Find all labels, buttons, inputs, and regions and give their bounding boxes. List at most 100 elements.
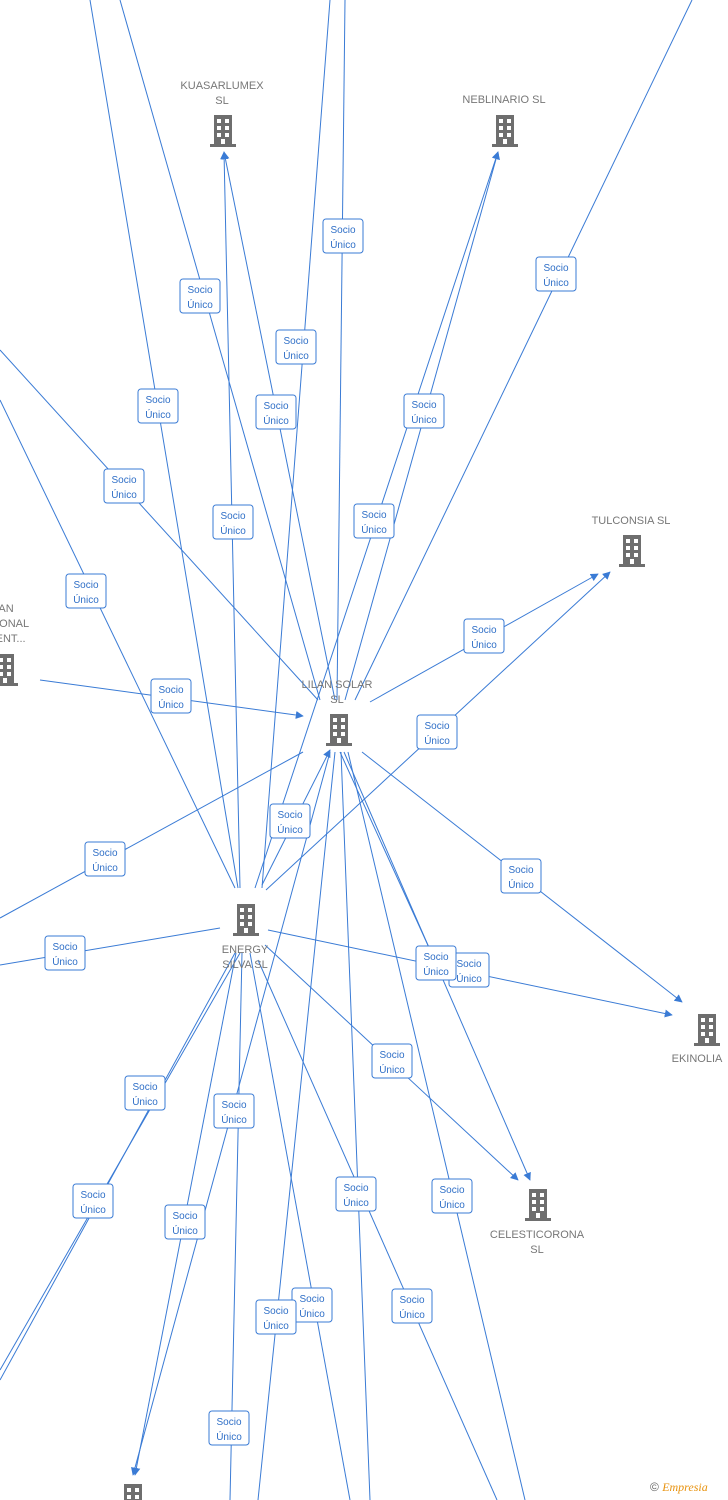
edge-label-text: Socio (263, 1306, 288, 1317)
edge-line (336, 0, 346, 701)
edge-line (119, 0, 321, 701)
node-bottom[interactable] (118, 1484, 148, 1500)
building-icon (208, 115, 238, 147)
edge-label-text: Único (52, 955, 78, 968)
edge-line (0, 927, 221, 966)
edge-label-text: Socio (263, 401, 288, 412)
edge-label-text: Socio (543, 263, 568, 274)
node-ekinolia[interactable]: EKINOLIA (672, 1014, 723, 1065)
edge-label-text: Socio (361, 510, 386, 521)
node-label: AN (0, 603, 14, 615)
edge-label-text: Único (411, 413, 437, 426)
edge-label-text: Socio (399, 1295, 424, 1306)
edge-label-text: Socio (471, 625, 496, 636)
edge-line (340, 751, 371, 1500)
edge-line (0, 399, 236, 889)
edge-line (347, 751, 526, 1500)
node-lilan[interactable]: LILAN SOLAR SL (302, 679, 373, 746)
edge-line (0, 751, 304, 919)
edge-label-text: Único (343, 1196, 369, 1209)
edge-label-text: Único (111, 488, 137, 501)
edge-label-text: Único (361, 523, 387, 536)
edge-label-text: Único (80, 1203, 106, 1216)
edge-label-text: Socio (145, 395, 170, 406)
edge-label-text: Único (299, 1307, 325, 1320)
edge-label-text: Socio (299, 1294, 324, 1305)
edge-label-text: Único (283, 349, 309, 362)
node-label: TULCONSIA SL (592, 515, 671, 527)
building-icon (490, 115, 520, 147)
edge-label-text: Único (172, 1224, 198, 1237)
edge-label-text: Socio (411, 400, 436, 411)
edge-label-text: Único (399, 1308, 425, 1321)
node-label: LILAN SOLAR (302, 679, 373, 691)
node-label: SL (530, 1244, 543, 1256)
empresia-logo[interactable]: Empresia (662, 1480, 708, 1494)
edge-label-text: Socio (221, 1100, 246, 1111)
edge-label-text: Único (330, 238, 356, 251)
edge-label-text: Único (216, 1430, 242, 1443)
edge-label-text: Socio (187, 285, 212, 296)
edge-label-text: Socio (439, 1185, 464, 1196)
node-label: SILVA SL (222, 959, 267, 971)
node-label: MENT... (0, 633, 26, 645)
building-icon (231, 904, 261, 936)
edge-label-text: Socio (73, 580, 98, 591)
edge-label-text: Único (263, 1319, 289, 1332)
edge-label-text: Socio (172, 1211, 197, 1222)
node-lilanintl[interactable]: ANATIONALMENT... (0, 603, 29, 686)
edge-label-text: Único (423, 965, 449, 978)
edge-label-text: Socio (343, 1183, 368, 1194)
edge-line (261, 0, 331, 889)
edge-label-text: Único (221, 1113, 247, 1126)
edge-label-text: Socio (132, 1082, 157, 1093)
edge-label-text: Socio (52, 942, 77, 953)
edge-label-text: Único (379, 1063, 405, 1076)
copyright-notice: © Empresia (650, 1480, 708, 1495)
node-neblin[interactable]: NEBLINARIO SL (462, 94, 546, 147)
node-tulcon[interactable]: TULCONSIA SL (592, 515, 671, 567)
edge-label-text: Socio (92, 848, 117, 859)
edge-label-text: Único (263, 414, 289, 427)
edge-line (89, 0, 239, 889)
node-label: SL (330, 694, 343, 706)
edge-label-text: Único (132, 1095, 158, 1108)
edge-label-text: Socio (111, 475, 136, 486)
building-icon (118, 1484, 148, 1500)
